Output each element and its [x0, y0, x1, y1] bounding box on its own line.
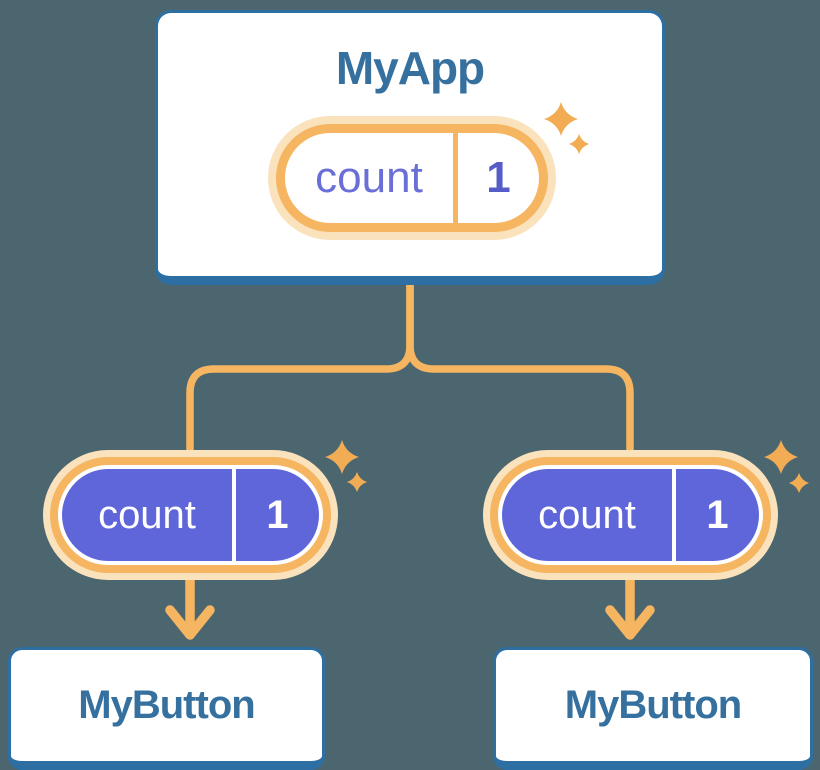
state-name: count [315, 153, 423, 202]
state-pill: count 1 [43, 450, 338, 580]
pill-divider [232, 469, 236, 561]
pill-divider [672, 469, 676, 561]
component-title: MyButton [78, 683, 255, 727]
pill-halo: count 1 [483, 450, 778, 580]
state-pill: count 1 [483, 450, 778, 580]
sparkle-icon [325, 440, 367, 492]
state-name: count [538, 492, 636, 537]
state-value: 1 [486, 153, 511, 202]
state-name: count [98, 492, 196, 537]
pill-halo: count 1 [43, 450, 338, 580]
state-pill: count 1 [268, 116, 556, 240]
state-value: 1 [706, 492, 729, 537]
sparkle-icon [544, 102, 589, 154]
component-title: MyButton [564, 683, 742, 727]
pill-ring: count 1 [490, 457, 771, 573]
connector-right-branch [406, 283, 634, 456]
pill-halo: count 1 [268, 116, 556, 240]
state-value: 1 [266, 492, 289, 537]
component-title: MyApp [335, 42, 485, 94]
button-component-card: MyButton [493, 647, 813, 770]
pill-ring: count 1 [50, 457, 331, 573]
sparkle-icon [764, 440, 809, 493]
button-component-card: MyButton [8, 647, 325, 770]
pill-ring: count 1 [276, 124, 548, 232]
pill-divider [453, 133, 458, 223]
